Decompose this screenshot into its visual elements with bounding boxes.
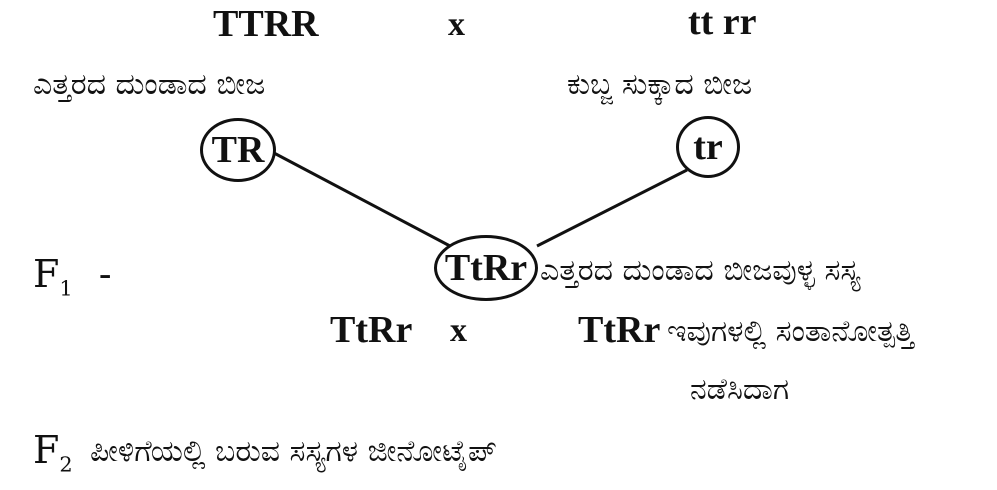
cross2-text-line2: ನಡೆಸಿದಾಗ	[690, 372, 790, 407]
cross2-left-genotype: TtRr	[330, 309, 413, 351]
f1-genotype: TtRr	[444, 247, 528, 289]
f2-label: F2	[33, 428, 73, 477]
cross2-right-genotype: TtRr	[578, 309, 661, 351]
f2-label-sub: 2	[59, 452, 73, 477]
parent-left-phenotype: ಎತ್ತರದ ದುಂಡಾದ ಬೀಜ	[33, 67, 266, 102]
f2-label-letter: F	[33, 428, 60, 472]
line-left-gamete-to-f1	[273, 151, 451, 248]
cross2-symbol: x	[450, 312, 467, 349]
gamete-right-label: tr	[693, 126, 723, 168]
f1-label: F1 -	[33, 252, 112, 301]
line-right-gamete-to-f1	[536, 168, 688, 248]
parent-right-genotype: tt rr	[688, 1, 757, 43]
parent-cross-symbol: x	[448, 6, 465, 43]
f1-label-letter: F	[33, 252, 60, 296]
f1-genotype-circle: TtRr	[434, 235, 538, 301]
gamete-right-circle: tr	[676, 116, 740, 178]
cross2-text-line1: ಇವುಗಳಲ್ಲಿ ಸಂತಾನೋತ್ಪತ್ತಿ	[667, 314, 914, 349]
f1-label-dash: -	[98, 252, 112, 296]
f2-text: ಪೀಳಿಗೆಯಲ್ಲಿ ಬರುವ ಸಸ್ಯಗಳ ಜೀನೋಟೈಪ್	[90, 434, 497, 469]
parent-left-genotype: TTRR	[213, 3, 319, 45]
gamete-left-label: TR	[211, 129, 265, 171]
parent-right-phenotype: ಕುಬ್ಜ ಸುಕ್ಕಾದ ಬೀಜ	[567, 67, 753, 102]
f1-phenotype: ಎತ್ತರದ ದುಂಡಾದ ಬೀಜವುಳ್ಳ ಸಸ್ಯ	[540, 253, 861, 288]
gamete-left-circle: TR	[200, 118, 276, 182]
f1-label-sub: 1	[59, 276, 73, 301]
